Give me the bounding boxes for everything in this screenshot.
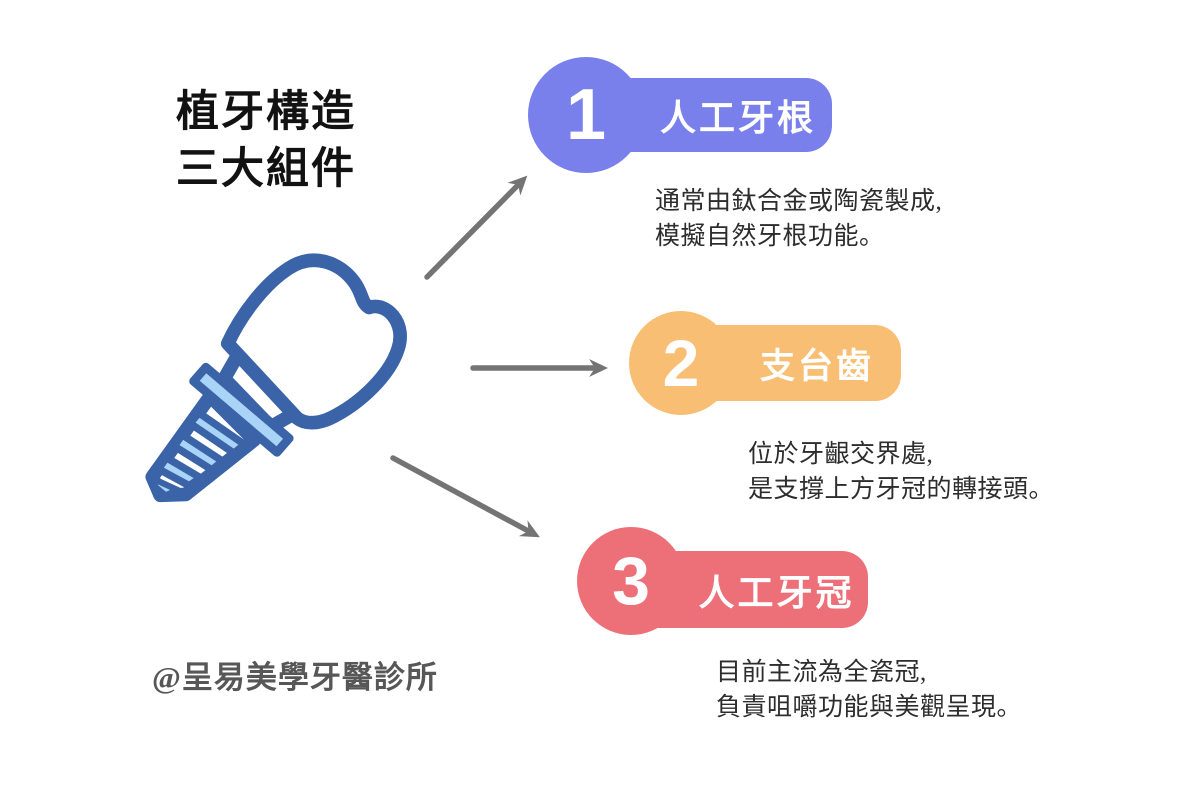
step-1-number: 1 <box>565 75 607 155</box>
page-title-line2: 三大組件 <box>176 146 356 193</box>
clinic-watermark: @呈易美學牙醫診所 <box>152 660 438 695</box>
page-title-line1: 植牙構造 <box>176 89 356 136</box>
implant-thread-2 <box>170 431 227 474</box>
arrow-to-step-1 <box>424 175 528 280</box>
step-1-desc-line1: 通常由鈦合金或陶瓷製成, <box>655 188 943 215</box>
step-3-desc-line2: 負責咀嚼功能與美觀呈現。 <box>716 694 1023 721</box>
dental-implant-icon <box>145 253 407 503</box>
step-3-number-circle: 3 <box>577 527 685 635</box>
step-2-desc-line2: 是支撐上方牙冠的轉接頭。 <box>748 476 1055 503</box>
step-2-description: 位於牙齦交界處, 是支撐上方牙冠的轉接頭。 <box>748 437 1054 507</box>
implant-thread-4 <box>151 476 181 499</box>
implant-crown <box>220 253 407 430</box>
step-3-label: 人工牙冠 <box>698 572 855 613</box>
step-3-desc-line1: 目前主流為全瓷冠, <box>716 659 927 686</box>
implant-collar-band <box>189 362 294 457</box>
step-1-number-circle: 1 <box>528 57 644 173</box>
step-3-number: 3 <box>612 543 650 619</box>
step-2-number-circle: 2 <box>629 311 733 415</box>
step-2-number: 2 <box>662 326 700 400</box>
implant-thread-1 <box>186 409 249 457</box>
page-title: 植牙構造 三大組件 <box>148 84 384 198</box>
step-2-label: 支台齒 <box>759 346 874 386</box>
step-3-pill: 人工牙冠 3 <box>577 527 868 635</box>
step-3-description: 目前主流為全瓷冠, 負責咀嚼功能與美觀呈現。 <box>716 655 1022 725</box>
step-1-desc-line2: 模擬自然牙根功能。 <box>655 223 885 250</box>
step-1-pill: 人工牙根 1 <box>528 57 832 173</box>
implant-thread-3 <box>154 453 205 490</box>
step-2-desc-line1: 位於牙齦交界處, <box>748 441 934 468</box>
step-1-label: 人工牙根 <box>659 98 816 138</box>
step-2-pill: 支台齒 2 <box>629 311 901 415</box>
step-1-description: 通常由鈦合金或陶瓷製成, 模擬自然牙根功能。 <box>655 184 942 254</box>
